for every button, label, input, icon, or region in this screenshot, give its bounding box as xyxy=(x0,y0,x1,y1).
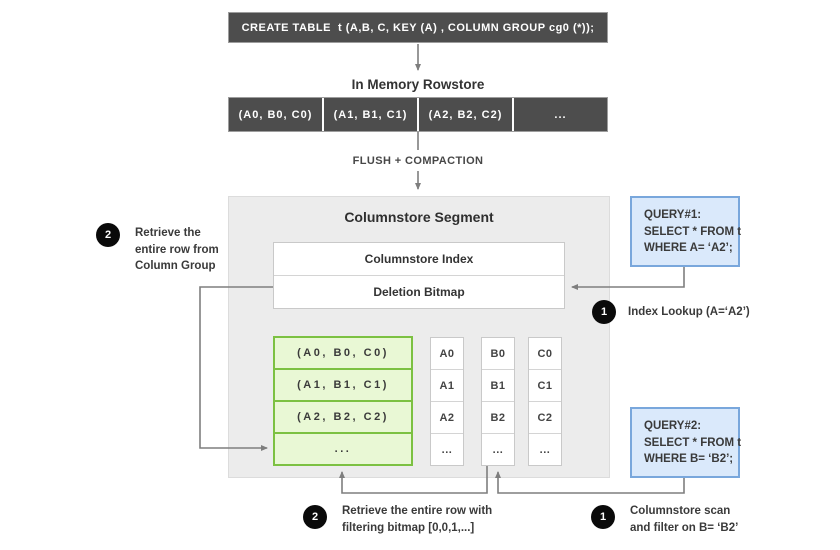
query2-line: WHERE B= ‘B2’; xyxy=(644,453,734,465)
rowstore-cell: (A0, B0, C0) xyxy=(238,108,313,121)
query1-line: SELECT * FROM t xyxy=(644,225,742,238)
step-1-badge: 1 xyxy=(592,300,616,324)
column-cell: B2 xyxy=(482,401,514,433)
column-cell: ... xyxy=(529,433,561,465)
rowstore-bar: (A0, B0, C0) (A1, B1, C1) (A2, B2, C2) .… xyxy=(228,97,608,132)
query1-line: WHERE A= ‘A2’; xyxy=(644,242,733,254)
step-1-bottom-badge: 1 xyxy=(591,505,615,529)
deletion-bitmap-row: Deletion Bitmap xyxy=(274,275,564,308)
step-2-badge: 2 xyxy=(96,223,120,247)
query1-box: QUERY#1: SELECT * FROM t WHERE A= ‘A2’; xyxy=(630,196,742,267)
column-group-row: (A2, B2, C2) xyxy=(275,400,411,432)
query2-box: QUERY#2: SELECT * FROM t WHERE B= ‘B2’; xyxy=(630,407,742,478)
column-cell: C2 xyxy=(529,401,561,433)
create-table-statement: CREATE TABLE t (A,B, C, KEY (A) , COLUMN… xyxy=(228,12,608,43)
rowstore-cell: ... xyxy=(512,98,607,131)
column-c-store: C0 C1 C2 ... xyxy=(528,337,562,466)
column-cell: ... xyxy=(482,433,514,465)
column-cell: B1 xyxy=(482,369,514,401)
step-2-annotation: Retrieve the entire row from Column Grou… xyxy=(135,227,219,272)
columnstore-index-row: Columnstore Index xyxy=(364,252,474,266)
column-b-store: B0 B1 B2 ... xyxy=(481,337,515,466)
query2-line: QUERY#2: xyxy=(644,420,702,432)
column-cell: C1 xyxy=(529,369,561,401)
column-group-row: (A0, B0, C0) xyxy=(297,347,389,359)
column-group-table: (A0, B0, C0) (A1, B1, C1) (A2, B2, C2) .… xyxy=(273,336,413,466)
step-2-bottom-badge: 2 xyxy=(303,505,327,529)
step-1-bottom-annotation: Columnstore scan and filter on B= ‘B2’ xyxy=(630,505,739,534)
rowstore-title: In Memory Rowstore xyxy=(351,77,485,92)
step-1-annotation: Index Lookup (A=‘A2’) xyxy=(628,306,750,318)
column-cell: A2 xyxy=(431,401,463,433)
query1-line: QUERY#1: xyxy=(644,209,702,221)
column-a-store: A0 A1 A2 ... xyxy=(430,337,464,466)
flush-compaction-label: FLUSH + COMPACTION xyxy=(352,155,484,167)
column-cell: A0 xyxy=(439,347,455,360)
index-bitmap-box: Columnstore Index Deletion Bitmap xyxy=(273,242,565,309)
column-group-row: ... xyxy=(275,432,411,464)
column-group-row: (A1, B1, C1) xyxy=(275,368,411,400)
column-cell: C0 xyxy=(537,347,553,360)
query2-line: SELECT * FROM t xyxy=(644,436,742,449)
column-cell: ... xyxy=(431,433,463,465)
column-cell: B0 xyxy=(490,347,506,360)
column-cell: A1 xyxy=(431,369,463,401)
step-2-bottom-annotation: Retrieve the entire row with filtering b… xyxy=(342,505,493,534)
segment-title: Columnstore Segment xyxy=(344,209,494,225)
rowstore-cell: (A1, B1, C1) xyxy=(322,98,417,131)
rowstore-cell: (A2, B2, C2) xyxy=(417,98,512,131)
